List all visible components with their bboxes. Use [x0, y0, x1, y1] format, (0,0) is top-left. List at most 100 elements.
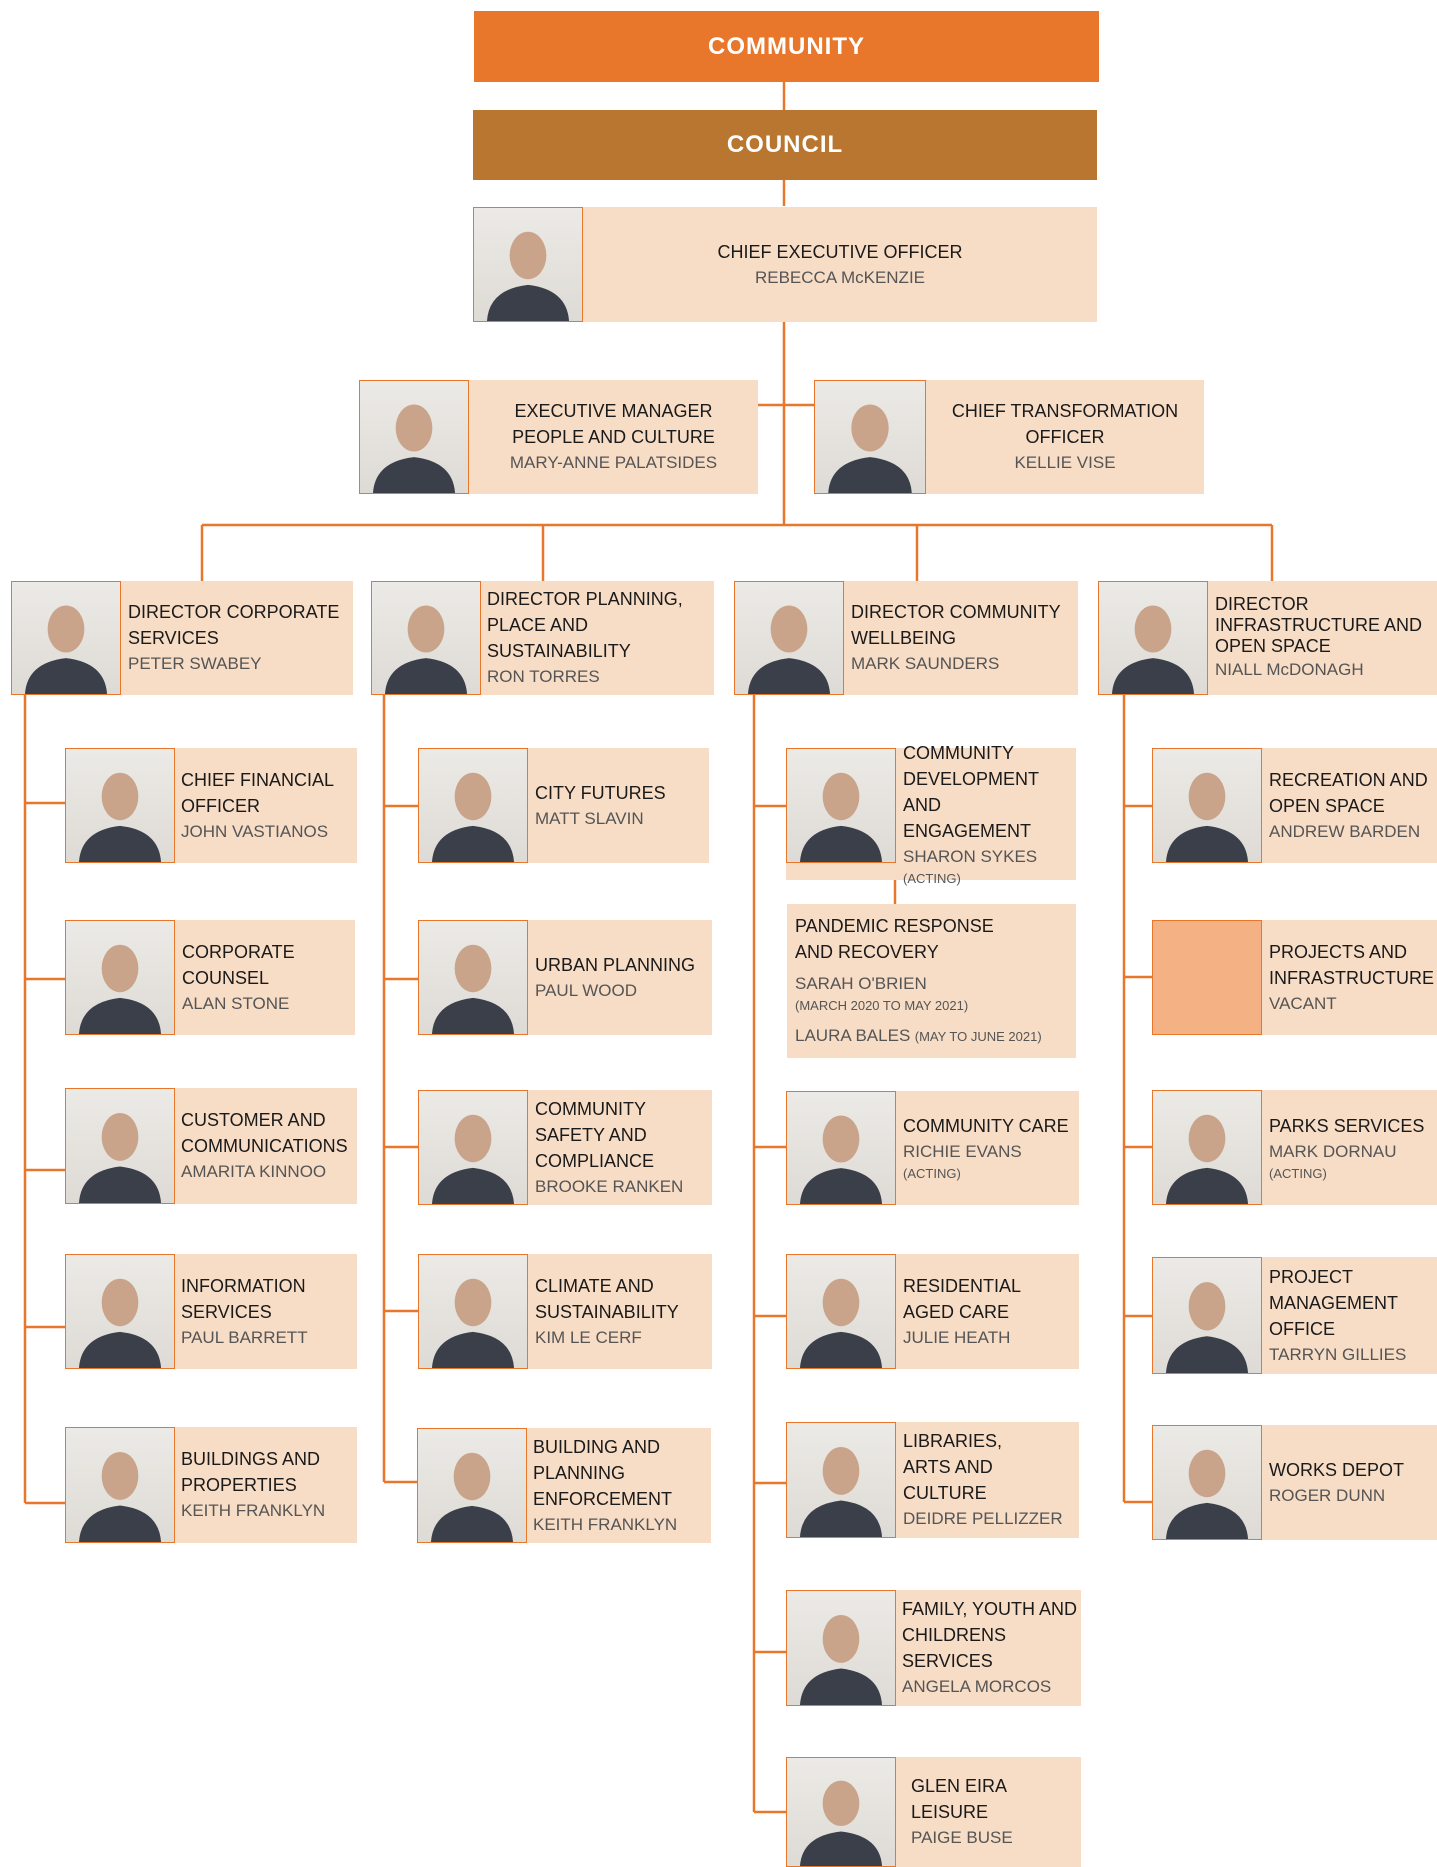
unit-photo — [65, 1254, 175, 1369]
unit-photo — [786, 1091, 896, 1205]
council-banner: COUNCIL — [473, 110, 1097, 180]
director-card-planning: DIRECTOR PLANNING, PLACE AND SUSTAINABIL… — [371, 581, 714, 695]
unit-name: MARK DORNAU — [1269, 1141, 1397, 1161]
director-photo — [11, 581, 121, 695]
unit-title: PROJECTS AND INFRASTRUCTURE — [1269, 941, 1434, 988]
unit-card: BUILDINGS AND PROPERTIES KEITH FRANKLYN — [65, 1427, 357, 1543]
unit-photo — [1152, 1425, 1262, 1540]
unit-photo — [65, 748, 175, 863]
unit-title: COMMUNITY CARE — [903, 1116, 1069, 1136]
director-card-infrastructure: DIRECTOR INFRASTRUCTURE AND OPEN SPACE N… — [1098, 581, 1437, 695]
portrait-silhouette-icon — [1165, 1449, 1249, 1539]
portrait-silhouette-icon — [78, 1451, 162, 1542]
vacant-photo-placeholder — [1152, 920, 1262, 1035]
unit-card: LIBRARIES, ARTS AND CULTURE DEIDRE PELLI… — [786, 1422, 1079, 1538]
unit-name: KIM LE CERF — [535, 1327, 642, 1347]
unit-photo — [418, 920, 528, 1035]
unit-title: PROJECT MANAGEMENT OFFICE — [1269, 1266, 1398, 1339]
director-name: NIALL McDONAGH — [1215, 659, 1364, 679]
pandemic-name-2: LAURA BALES — [795, 1026, 911, 1045]
unit-photo — [786, 1590, 896, 1706]
director-title: DIRECTOR PLANNING, PLACE AND SUSTAINABIL… — [487, 589, 683, 661]
ceo-name: REBECCA McKENZIE — [754, 267, 926, 287]
unit-title: LIBRARIES, ARTS AND CULTURE — [903, 1431, 1003, 1503]
unit-card: RESIDENTIAL AGED CARE JULIE HEATH — [786, 1254, 1079, 1369]
ceo-card: CHIEF EXECUTIVE OFFICER REBECCA McKENZIE — [473, 207, 1097, 322]
unit-photo — [786, 748, 896, 863]
portrait-silhouette-icon — [799, 1614, 883, 1705]
unit-photo — [786, 1422, 896, 1538]
unit-card: PROJECTS AND INFRASTRUCTURE VACANT — [1152, 920, 1437, 1035]
portrait-silhouette-icon — [799, 772, 883, 862]
portrait-silhouette-icon — [78, 1278, 162, 1368]
unit-title: CHIEF FINANCIAL OFFICER — [181, 769, 334, 816]
portrait-silhouette-icon — [24, 605, 108, 694]
portrait-silhouette-icon — [747, 605, 831, 694]
portrait-silhouette-icon — [1165, 1282, 1249, 1373]
unit-title: FAMILY, YOUTH AND CHILDRENS SERVICES — [902, 1599, 1078, 1671]
unit-title: RECREATION AND OPEN SPACE — [1269, 769, 1428, 816]
pandemic-card: PANDEMIC RESPONSE AND RECOVERY SARAH O'B… — [787, 904, 1076, 1058]
unit-card: COMMUNITY SAFETY AND COMPLIANCE BROOKE R… — [418, 1090, 712, 1205]
unit-title: INFORMATION SERVICES — [181, 1275, 306, 1322]
unit-title: CUSTOMER AND COMMUNICATIONS — [181, 1110, 348, 1156]
unit-photo — [1152, 1090, 1262, 1205]
unit-card: INFORMATION SERVICES PAUL BARRETT — [65, 1254, 357, 1369]
ceo-photo — [473, 207, 583, 322]
portrait-silhouette-icon — [431, 944, 515, 1034]
pandemic-dates-1: (MARCH 2020 TO MAY 2021) — [795, 998, 969, 1013]
portrait-silhouette-icon — [78, 772, 162, 862]
unit-photo — [418, 1090, 528, 1205]
unit-name: DEIDRE PELLIZZER — [903, 1509, 1063, 1528]
unit-name: BROOKE RANKEN — [535, 1176, 684, 1196]
exec-name: KELLIE VISE — [1014, 453, 1116, 472]
unit-photo — [786, 1254, 896, 1369]
unit-note: (ACTING) — [903, 871, 961, 886]
unit-photo — [418, 1254, 528, 1369]
portrait-silhouette-icon — [1165, 1114, 1249, 1204]
unit-name: RICHIE EVANS — [903, 1142, 1022, 1161]
unit-name: JULIE HEATH — [903, 1327, 1011, 1347]
unit-card: CORPORATE COUNSEL ALAN STONE — [65, 920, 355, 1035]
unit-title: COMMUNITY SAFETY AND COMPLIANCE — [535, 1098, 655, 1171]
unit-name: VACANT — [1269, 993, 1337, 1013]
director-name: RON TORRES — [487, 667, 600, 686]
unit-title: RESIDENTIAL AGED CARE — [903, 1275, 1021, 1322]
exec-card-people-culture: EXECUTIVE MANAGER PEOPLE AND CULTURE MAR… — [359, 380, 758, 494]
unit-name: KEITH FRANKLYN — [181, 1501, 326, 1520]
unit-name: JOHN VASTIANOS — [181, 821, 329, 841]
unit-card: PARKS SERVICES MARK DORNAU (ACTING) — [1152, 1090, 1437, 1205]
unit-card: PROJECT MANAGEMENT OFFICE TARRYN GILLIES — [1152, 1257, 1437, 1374]
unit-card: WORKS DEPOT ROGER DUNN — [1152, 1425, 1437, 1540]
unit-title: BUILDING AND PLANNING ENFORCEMENT — [533, 1436, 672, 1509]
unit-title: BUILDINGS AND PROPERTIES — [181, 1449, 321, 1495]
unit-photo — [65, 1427, 175, 1543]
unit-card: URBAN PLANNING PAUL WOOD — [418, 920, 712, 1035]
unit-card: CLIMATE AND SUSTAINABILITY KIM LE CERF — [418, 1254, 712, 1369]
unit-title: CORPORATE COUNSEL — [182, 941, 295, 988]
unit-photo — [418, 748, 528, 863]
exec-card-transformation: CHIEF TRANSFORMATION OFFICER KELLIE VISE — [814, 380, 1204, 494]
exec-title: CHIEF TRANSFORMATION OFFICER — [951, 401, 1179, 447]
director-name: PETER SWABEY — [128, 654, 262, 673]
unit-card: GLEN EIRA LEISURE PAIGE BUSE — [786, 1757, 1081, 1867]
portrait-silhouette-icon — [78, 944, 162, 1034]
unit-card: CHIEF FINANCIAL OFFICER JOHN VASTIANOS — [65, 748, 357, 863]
portrait-silhouette-icon — [431, 1114, 515, 1204]
unit-photo — [65, 1088, 175, 1204]
unit-name: KEITH FRANKLYN — [533, 1514, 678, 1534]
director-photo — [734, 581, 844, 695]
unit-name: ALAN STONE — [182, 993, 290, 1013]
portrait-silhouette-icon — [799, 1115, 883, 1204]
pandemic-dates-2: (MAY TO JUNE 2021) — [914, 1029, 1042, 1044]
director-photo — [1098, 581, 1208, 695]
unit-photo — [786, 1757, 896, 1867]
unit-note: (ACTING) — [1269, 1165, 1327, 1181]
unit-card: COMMUNITY CARE RICHIE EVANS (ACTING) — [786, 1091, 1079, 1205]
director-title: DIRECTOR INFRASTRUCTURE AND OPEN SPACE — [1215, 593, 1423, 656]
portrait-silhouette-icon — [384, 605, 468, 694]
unit-title: WORKS DEPOT — [1269, 1459, 1405, 1480]
unit-title: CITY FUTURES — [535, 782, 666, 803]
exec-photo — [814, 380, 926, 494]
